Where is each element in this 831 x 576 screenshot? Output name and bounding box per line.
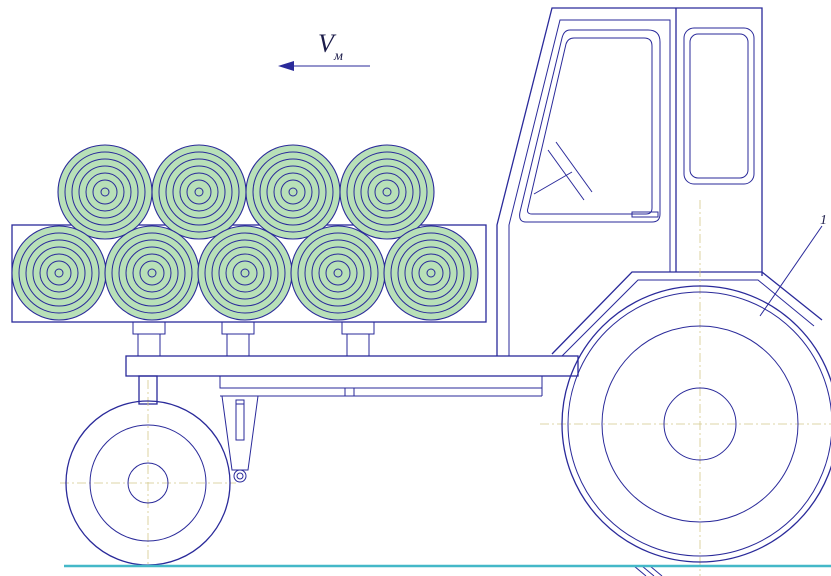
hydraulic-cylinder bbox=[221, 395, 259, 483]
bale bbox=[245, 144, 341, 240]
bale bbox=[57, 144, 153, 240]
bales-top-row bbox=[57, 144, 435, 240]
main-frame bbox=[125, 355, 579, 397]
bale bbox=[197, 225, 293, 321]
front-wheel bbox=[60, 380, 236, 566]
bales-bottom-row bbox=[11, 225, 479, 321]
leader-label: 1 bbox=[820, 213, 827, 228]
bale bbox=[290, 225, 386, 321]
bale bbox=[151, 144, 247, 240]
leader-callout: 1 bbox=[759, 213, 827, 317]
velocity-subscript: м bbox=[333, 49, 343, 64]
velocity-indicator: V м bbox=[278, 29, 370, 71]
tractor-cab bbox=[496, 7, 763, 356]
rear-fender bbox=[551, 271, 823, 357]
bale-support bbox=[221, 321, 255, 357]
bale-support bbox=[132, 321, 166, 357]
bale bbox=[104, 225, 200, 321]
cab-side-window bbox=[683, 27, 755, 185]
bale bbox=[383, 225, 479, 321]
bale bbox=[11, 225, 107, 321]
cab-windshield bbox=[519, 29, 661, 223]
velocity-symbol: V bbox=[318, 29, 337, 58]
bale-supports bbox=[132, 321, 375, 357]
rear-wheel bbox=[540, 200, 831, 576]
velocity-arrowhead bbox=[278, 61, 294, 71]
bale-support bbox=[341, 321, 375, 357]
steering-wheel bbox=[533, 171, 573, 195]
door-handle bbox=[631, 211, 659, 218]
bale bbox=[339, 144, 435, 240]
